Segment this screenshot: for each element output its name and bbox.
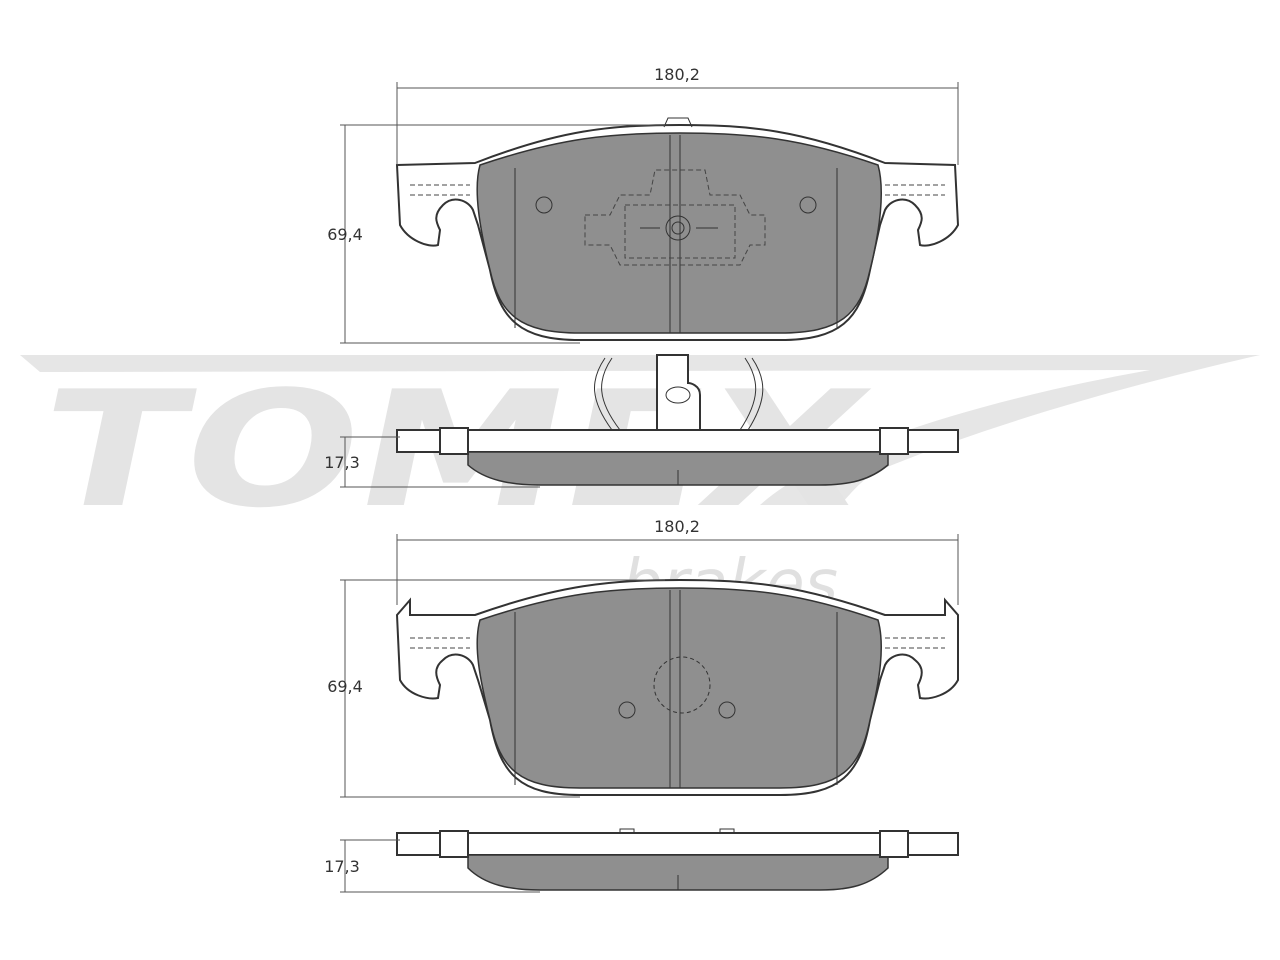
pad-2-dimensions: 180,2 69,4 xyxy=(327,517,959,798)
pad-1-spring-clip-side xyxy=(594,357,764,431)
pad-1-center-circle xyxy=(665,215,691,241)
pad-2-ear-left-hidden xyxy=(410,637,470,649)
pad-2-side-tab-right xyxy=(879,830,909,858)
pad-2-front-view xyxy=(395,578,959,796)
pad-1-clip-inner xyxy=(624,204,736,259)
pad-1-guide-pin-side xyxy=(656,354,701,431)
pad-2-side-bump-right xyxy=(719,828,735,834)
pad-1-hole-left xyxy=(535,196,553,214)
pad-2-hole-left xyxy=(618,701,636,719)
pad-1-ear-right-hidden xyxy=(885,184,945,196)
pad-2-side-bump-left xyxy=(619,828,635,834)
pad-1-top-tab xyxy=(663,117,693,128)
pad-2-side-view xyxy=(396,828,959,891)
pad-1-pin-head xyxy=(665,386,691,404)
pad-1-front-view xyxy=(395,117,960,341)
pad-2-ear-right-hidden xyxy=(885,637,945,649)
pad-1-side-tab-left xyxy=(439,427,469,455)
pad-1-height-label: 69,4 xyxy=(327,225,363,244)
pad-1-side-view xyxy=(396,354,959,486)
pad-1-dimensions: 180,2 69,4 xyxy=(327,65,959,344)
pad-2-height-label: 69,4 xyxy=(327,677,363,696)
pad-2-width-label: 180,2 xyxy=(654,517,700,536)
pad-1-backing-plate-side xyxy=(396,429,959,453)
pad-2-friction-side xyxy=(467,854,889,891)
pad-1-friction-material xyxy=(476,132,882,334)
pad-2-backing-plate-side xyxy=(396,832,959,856)
pad-1-friction-side xyxy=(467,451,889,486)
pad-1-width-label: 180,2 xyxy=(654,65,700,84)
pad-2-hole-right xyxy=(718,701,736,719)
pad-2-thickness-label: 17,3 xyxy=(324,857,360,876)
watermark-swoosh xyxy=(20,355,1260,505)
pad-1-spring-clip-hidden xyxy=(584,169,766,266)
pad-1-hole-right xyxy=(799,196,817,214)
pad-2-center-circle-hidden xyxy=(653,656,711,714)
pad-1-center-circle-inner xyxy=(671,221,685,235)
pad-1-thickness-label: 17,3 xyxy=(324,453,360,472)
pad-2-thickness-dim: 17,3 xyxy=(324,839,540,893)
pad-1-side-tab-right xyxy=(879,427,909,455)
pad-1-thickness-dim: 17,3 xyxy=(324,436,540,488)
pad-2-friction-material xyxy=(476,587,882,789)
pad-1-ear-left-hidden xyxy=(410,184,470,196)
pad-2-side-tab-left xyxy=(439,830,469,858)
